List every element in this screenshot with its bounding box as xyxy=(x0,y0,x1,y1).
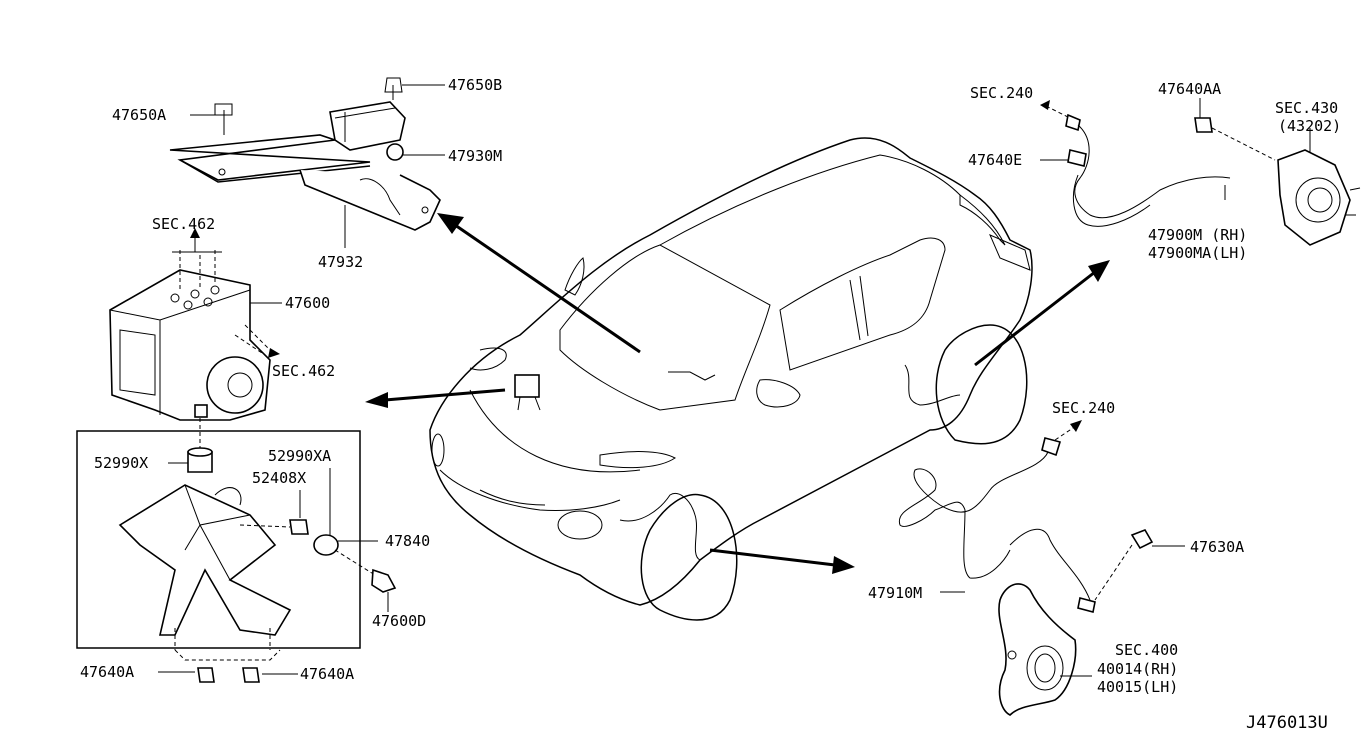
label-47650B: 47650B xyxy=(448,76,502,94)
callout-arrows xyxy=(365,213,1110,574)
label-47640A-right: 47640A xyxy=(300,665,354,683)
label-sec462-side: SEC.462 xyxy=(272,362,335,380)
actuator-bracket-assembly xyxy=(118,418,397,683)
vehicle-outline xyxy=(429,137,1033,621)
label-47650A: 47650A xyxy=(112,106,166,124)
label-47640E: 47640E xyxy=(968,151,1022,169)
label-52990X: 52990X xyxy=(94,454,148,472)
label-47900MA: 47900MA(LH) xyxy=(1148,244,1247,262)
label-sec240-mid: SEC.240 xyxy=(1052,399,1115,417)
label-47932: 47932 xyxy=(318,253,363,271)
label-52990XA: 52990XA xyxy=(268,447,331,465)
rear-wheel-sensor-assembly xyxy=(1040,98,1361,246)
label-sec430: SEC.430 xyxy=(1275,99,1338,117)
label-sec430-ref: (43202) xyxy=(1278,117,1341,135)
label-47640A-left: 47640A xyxy=(80,663,134,681)
label-47600: 47600 xyxy=(285,294,330,312)
label-47900M: 47900M (RH) xyxy=(1148,226,1247,244)
label-47840: 47840 xyxy=(385,532,430,550)
label-40015: 40015(LH) xyxy=(1097,678,1178,696)
label-47600D: 47600D xyxy=(372,612,426,630)
label-40014: 40014(RH) xyxy=(1097,660,1178,678)
label-47930M: 47930M xyxy=(448,147,502,165)
diagram-id: J476013U xyxy=(1246,713,1328,733)
label-47640AA: 47640AA xyxy=(1158,80,1221,98)
label-52408X: 52408X xyxy=(252,469,306,487)
label-sec240-top: SEC.240 xyxy=(970,84,1033,102)
yaw-sensor-assembly xyxy=(169,77,445,248)
bracket-detail-box xyxy=(76,430,361,649)
abs-actuator-assembly xyxy=(109,228,282,421)
front-wheel-sensor-assembly xyxy=(898,420,1185,716)
label-47630A: 47630A xyxy=(1190,538,1244,556)
label-sec400: SEC.400 xyxy=(1115,641,1178,659)
label-47910M: 47910M xyxy=(868,584,922,602)
label-sec462-top: SEC.462 xyxy=(152,215,215,233)
